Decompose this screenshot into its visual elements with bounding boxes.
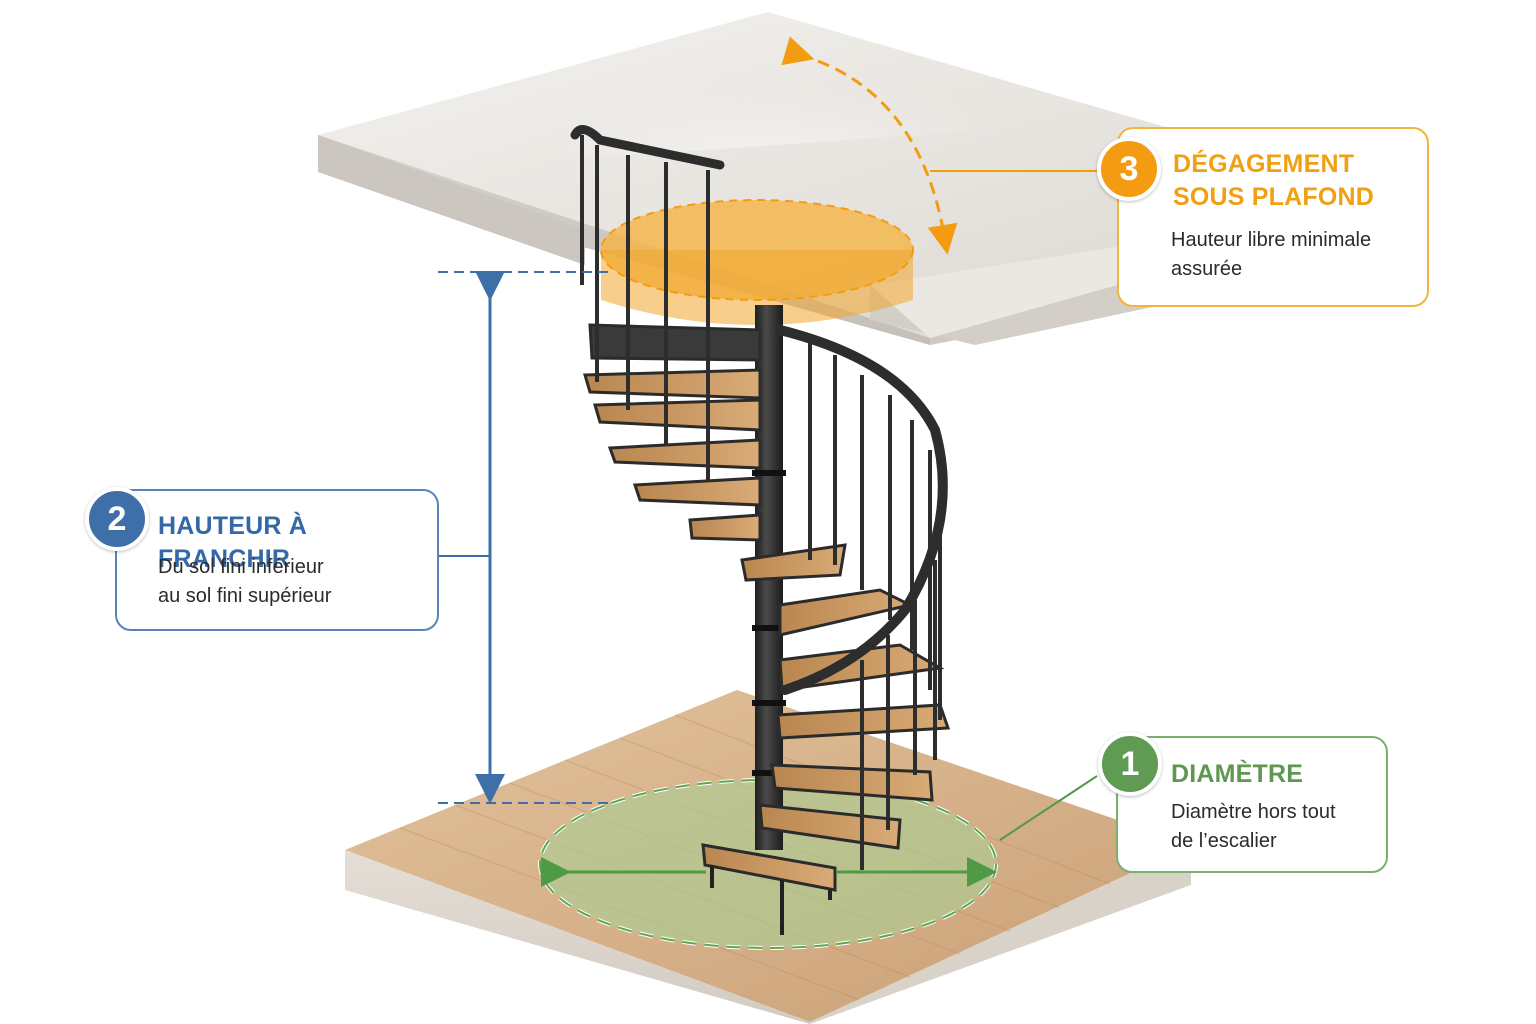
callout-title-line: DÉGAGEMENT — [1173, 150, 1355, 178]
spiral-staircase — [570, 125, 951, 935]
callout-description-line: Hauteur libre minimale — [1171, 229, 1372, 251]
callout-description-line: Du sol fini inférieur — [158, 556, 324, 578]
callout-description: Du sol fini inférieur au sol fini supéri… — [158, 553, 418, 611]
diameter-callout: 1 DIAMÈTRE Diamètre hors tout de l’escal… — [1098, 732, 1388, 873]
callout-description-line: Diamètre hors tout — [1171, 801, 1336, 823]
callout-description-line: de l’escalier — [1171, 830, 1277, 852]
callout-description-line: au sol fini supérieur — [158, 585, 332, 607]
clearance-dimension — [781, 36, 1097, 255]
callout-number-badge: 3 — [1097, 137, 1161, 201]
callout-title: DIAMÈTRE — [1171, 760, 1304, 788]
callout-description-line: assurée — [1171, 258, 1243, 280]
callout-title-line: SOUS PLAFOND — [1173, 183, 1375, 211]
diameter-dimension — [541, 775, 1098, 887]
callout-number-badge: 2 — [85, 487, 149, 551]
height-callout: 2 HAUTEUR À FRANCHIR Du sol fini inférie… — [85, 487, 439, 631]
clearance-callout: 3 DÉGAGEMENT SOUS PLAFOND Hauteur libre … — [1097, 127, 1429, 307]
callout-number-badge: 1 — [1098, 732, 1162, 796]
height-dimension — [438, 271, 610, 804]
callout-title: HAUTEUR À FRANCHIR — [158, 512, 308, 573]
callout-description: Hauteur libre minimale assurée — [1171, 226, 1411, 284]
callout-description: Diamètre hors tout de l’escalier — [1171, 798, 1381, 856]
callout-title: DÉGAGEMENT SOUS PLAFOND — [1173, 148, 1423, 214]
